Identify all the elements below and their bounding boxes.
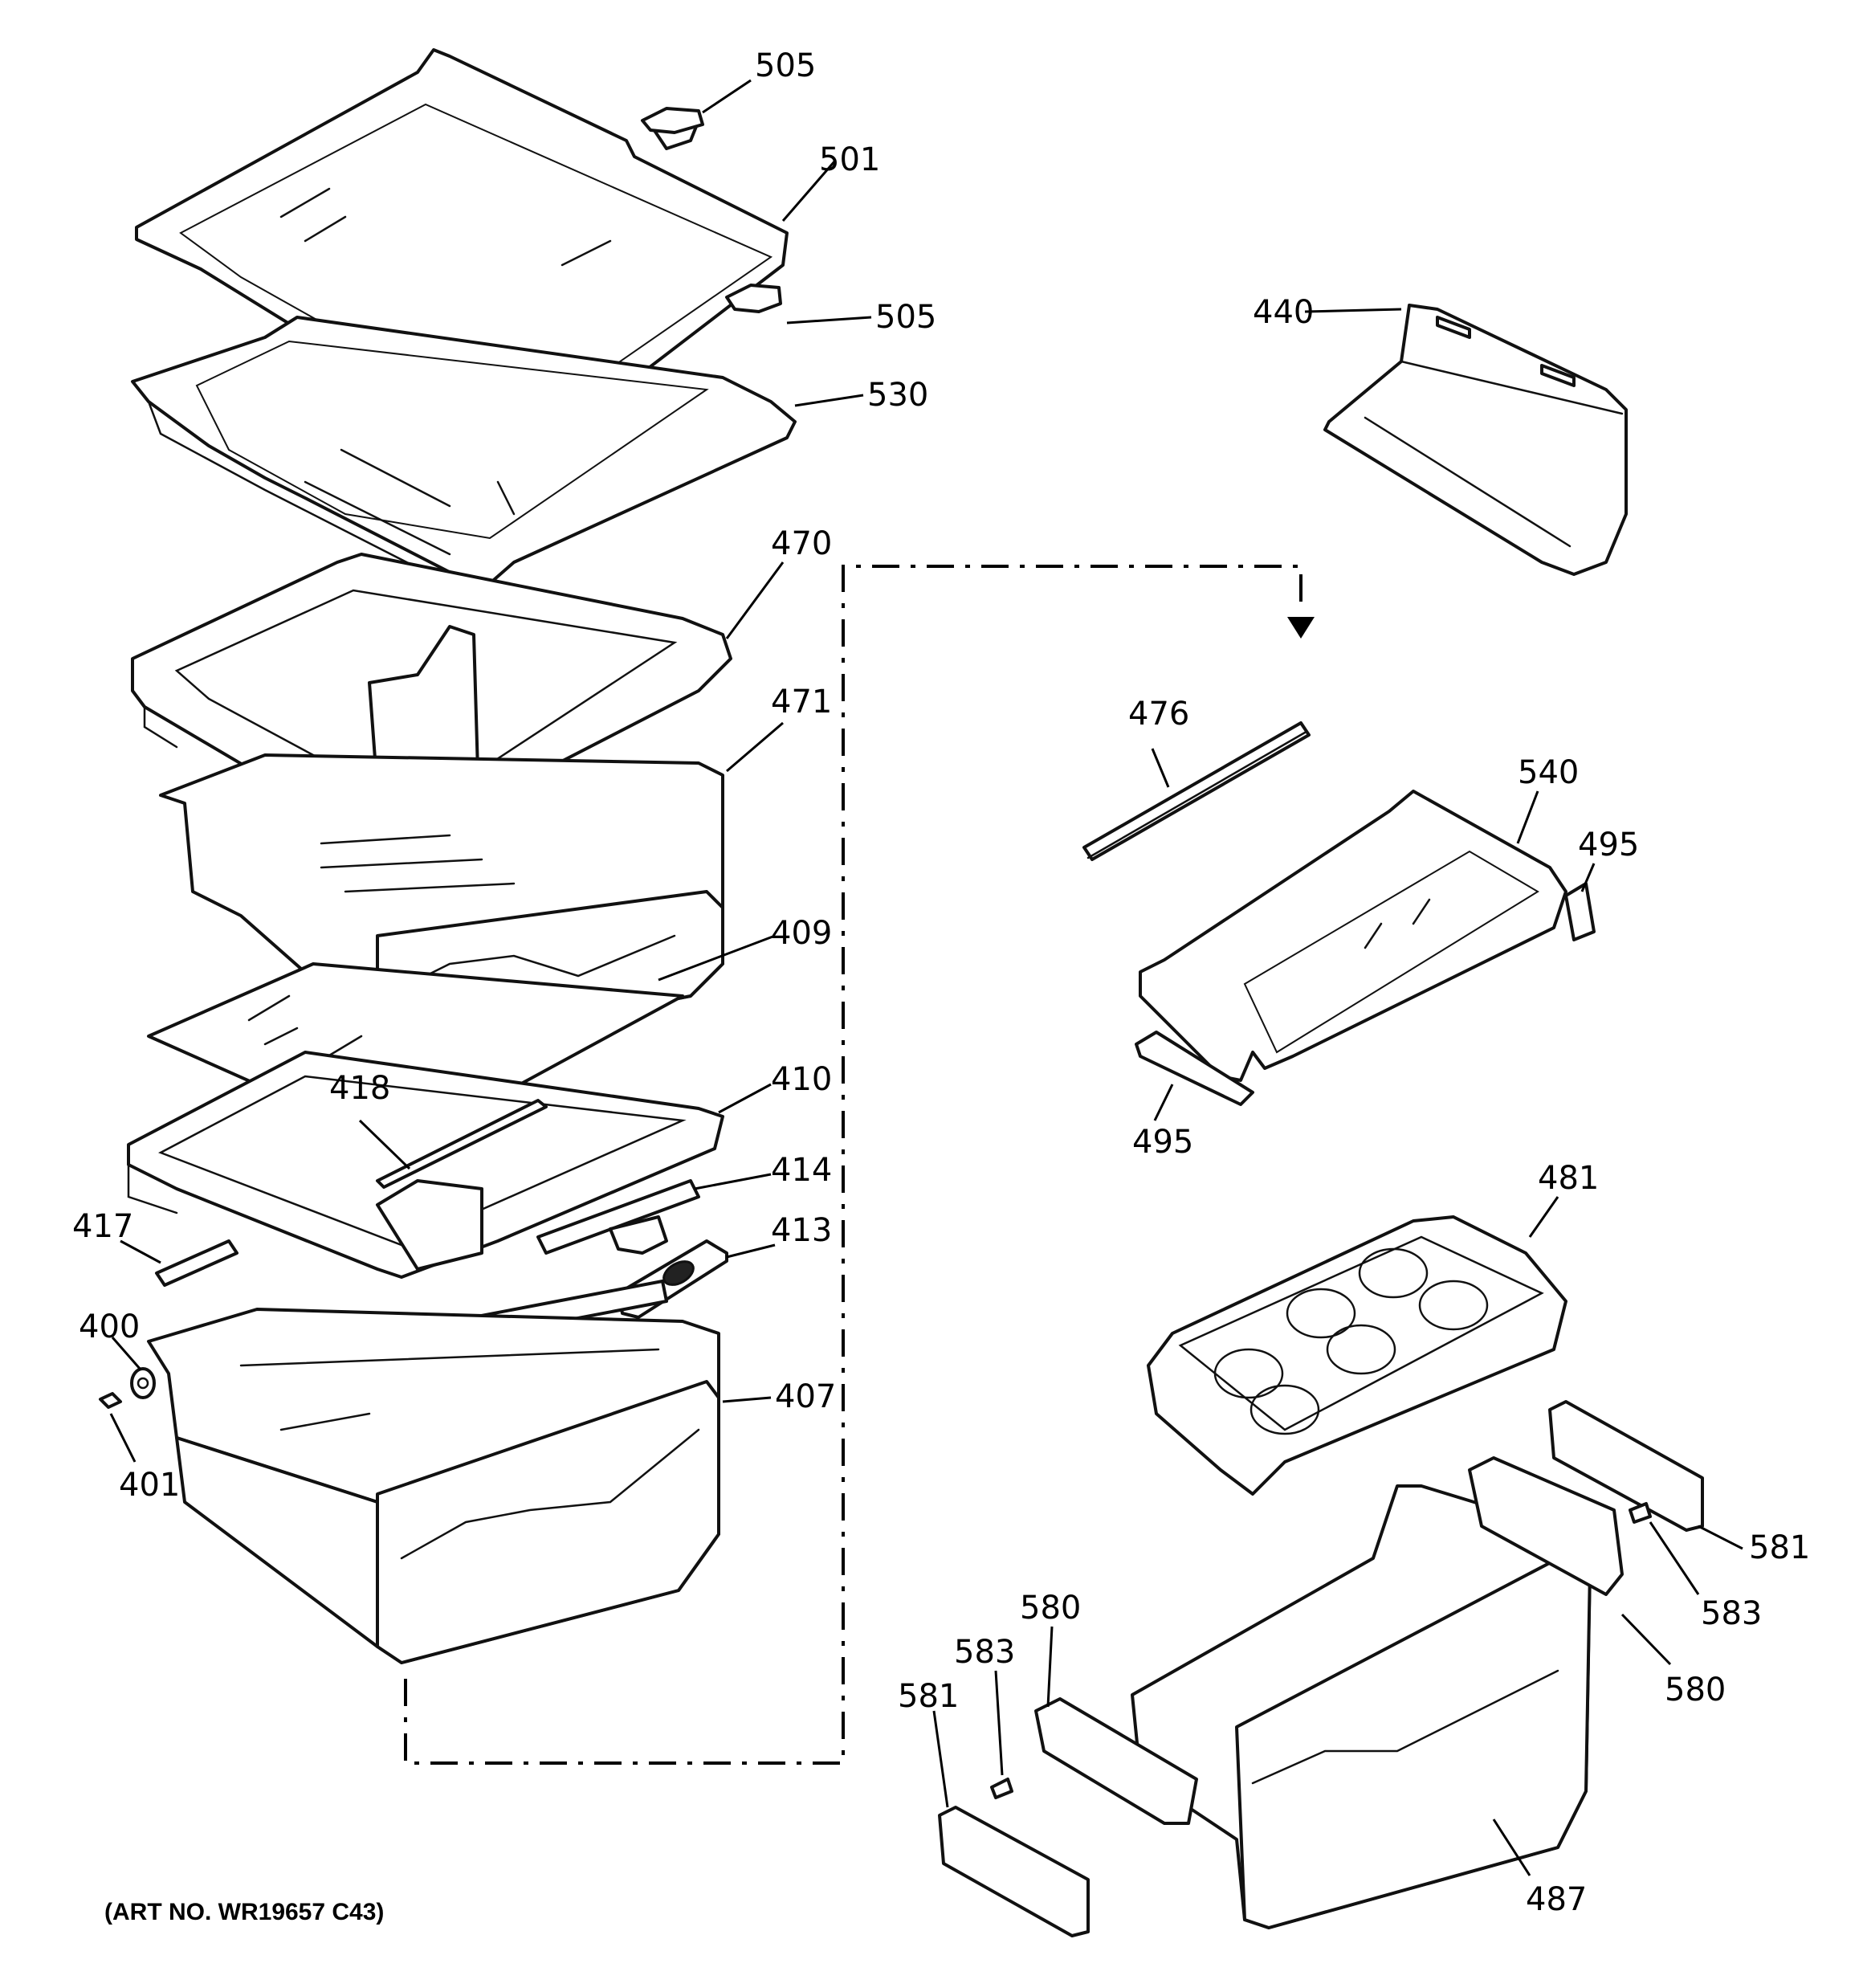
label-495-upper: 495: [1578, 827, 1639, 863]
label-581-left: 581: [898, 1678, 959, 1715]
bracket-580-left: [1034, 1697, 1198, 1825]
screw-401: [99, 1392, 122, 1409]
label-410: 410: [771, 1061, 832, 1098]
label-414: 414: [771, 1152, 832, 1189]
strip-476: [1082, 721, 1311, 861]
label-471: 471: [771, 684, 832, 720]
label-530: 530: [867, 377, 928, 414]
bracket-581-left: [938, 1806, 1090, 1937]
label-417: 417: [72, 1208, 133, 1245]
handle-414: [536, 1179, 700, 1255]
drawer-407: [147, 1308, 720, 1664]
leader-lines: [109, 79, 1743, 1876]
label-487: 487: [1526, 1881, 1587, 1918]
art-number: (ART NO. WR19657 C43): [104, 1899, 384, 1925]
shelf-frame-530: [131, 316, 797, 592]
screw-583-left: [990, 1778, 1013, 1799]
label-580-right: 580: [1665, 1672, 1726, 1708]
label-581-right: 581: [1749, 1529, 1810, 1566]
dash-dot-grouping-line: [404, 565, 1302, 1765]
label-495-lower: 495: [1132, 1124, 1193, 1161]
rail-495-lower: [1135, 1031, 1254, 1106]
label-481: 481: [1538, 1160, 1599, 1197]
panel-440: [1323, 304, 1628, 576]
rod-417: [155, 1239, 238, 1287]
clip-505-mid: [725, 284, 782, 313]
label-476: 476: [1128, 696, 1189, 733]
label-407: 407: [775, 1378, 836, 1415]
label-470: 470: [771, 525, 832, 562]
label-413: 413: [771, 1212, 832, 1249]
label-580-left: 580: [1020, 1590, 1081, 1627]
rod-418: [376, 1099, 548, 1189]
shelf-501: [135, 48, 789, 439]
label-540: 540: [1518, 754, 1579, 791]
shelf-540: [1139, 790, 1567, 1082]
label-401: 401: [119, 1467, 180, 1504]
label-583-right: 583: [1701, 1595, 1762, 1632]
label-505-top: 505: [755, 47, 816, 84]
egg-tray-481: [1147, 1215, 1567, 1496]
label-418: 418: [329, 1070, 390, 1107]
bracket-580-right: [1468, 1456, 1624, 1596]
screw-583-right: [1629, 1502, 1652, 1524]
label-400: 400: [79, 1308, 140, 1345]
wheel-400: [130, 1367, 156, 1399]
label-409: 409: [771, 915, 832, 952]
bracket-581-right: [1548, 1400, 1704, 1532]
arrow-down-icon: [1287, 617, 1315, 639]
clip-505-top: [641, 107, 704, 134]
rail-495-upper: [1564, 882, 1596, 941]
label-505-mid: 505: [875, 299, 936, 336]
label-501: 501: [819, 141, 880, 178]
label-440: 440: [1253, 294, 1314, 331]
label-583-left: 583: [954, 1634, 1015, 1671]
